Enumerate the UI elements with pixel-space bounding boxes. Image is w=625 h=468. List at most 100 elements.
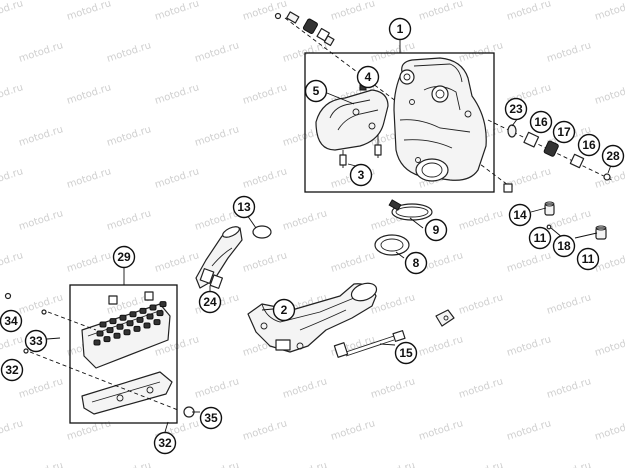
callout-13: 13 [232,195,256,219]
svg-text:17: 17 [557,125,571,139]
lower-dash-line [29,351,179,411]
oxygen-sensor [333,309,455,358]
watermark-text: motod.ru [154,82,201,107]
callout-34: 34 [0,309,23,333]
watermark-text: motod.ru [594,82,625,107]
callout-9: 9 [424,218,448,242]
watermark-text: motod.ru [506,0,553,23]
watermark-text: motod.ru [66,250,113,275]
svg-text:11: 11 [534,231,547,245]
svg-text:1: 1 [397,22,404,36]
svg-text:16: 16 [582,138,596,152]
watermark-text: motod.ru [0,334,25,359]
insert-cell [126,320,134,327]
callout-8: 8 [404,251,428,275]
watermark-text: motod.ru [330,250,377,275]
watermark-text: motod.ru [282,208,329,233]
watermark-text: motod.ru [18,292,65,317]
callout-18: 18 [552,234,576,258]
svg-text:4: 4 [365,70,372,84]
watermark-text: motod.ru [546,292,593,317]
callout-23: 23 [504,97,528,121]
svg-text:35: 35 [204,411,218,425]
watermark-text: motod.ru [194,40,241,65]
watermark-text: motod.ru [0,250,25,275]
insert-cell [136,316,144,323]
callout-15: 15 [394,341,418,365]
watermark-text: motod.ru [594,0,625,23]
watermark-text: motod.ru [330,418,377,443]
callout-16a: 16 [529,110,553,134]
watermark-text: motod.ru [546,376,593,401]
svg-text:28: 28 [606,149,620,163]
insert-cell [116,323,124,330]
insert-cell [149,304,157,311]
insert-cell [153,319,161,326]
insert-cell [133,325,141,332]
svg-text:8: 8 [413,256,420,270]
watermark-text: motod.ru [506,418,553,443]
screw-33 [41,309,47,315]
watermark-text: motod.ru [106,40,153,65]
watermark-text: motod.ru [154,166,201,191]
insert-cell [146,313,154,320]
callout-29: 29 [112,245,136,269]
watermark-text: motod.ru [66,82,113,107]
svg-text:18: 18 [557,239,571,253]
callout-32b: 32 [153,431,177,455]
insert-cell [123,329,131,336]
svg-text:11: 11 [582,252,595,266]
watermark-text: motod.ru [370,460,417,468]
watermark-text: motod.ru [194,460,241,468]
assembly-frame-29 [69,284,178,424]
callout-11b: 11 [576,247,600,271]
insert-cell [93,339,101,346]
callout-33: 33 [24,329,48,353]
watermark-text: motod.ru [66,0,113,23]
watermark-text: motod.ru [594,418,625,443]
svg-text:32: 32 [158,436,172,450]
svg-text:9: 9 [433,223,440,237]
svg-text:29: 29 [117,250,131,264]
insert-cell [159,301,167,308]
screw-32 [23,348,29,354]
watermark-text: motod.ru [458,208,505,233]
svg-text:2: 2 [281,303,288,317]
watermark-text: motod.ru [18,208,65,233]
assembly-frame-1 [304,52,495,193]
watermark-text: motod.ru [106,460,153,468]
insert-cell [109,318,117,325]
watermark-text: motod.ru [506,250,553,275]
watermark-text: motod.ru [418,0,465,23]
watermark-text: motod.ru [242,250,289,275]
callout-1: 1 [388,17,412,41]
callout-24: 24 [198,290,222,314]
insert-cell [113,332,121,339]
watermark-text: motod.ru [418,418,465,443]
svg-text:15: 15 [399,346,413,360]
watermark-text: motod.ru [418,334,465,359]
watermark-text: motod.ru [242,418,289,443]
watermark-text: motod.ru [0,0,25,23]
watermark-text: motod.ru [546,40,593,65]
svg-text:13: 13 [237,200,251,214]
svg-text:14: 14 [513,208,527,222]
watermark-text: motod.ru [66,166,113,191]
svg-text:24: 24 [203,295,217,309]
watermark-text: motod.ru [458,460,505,468]
insert-cell [129,311,137,318]
watermark-text: motod.ru [154,0,201,23]
watermark-text: motod.ru [370,376,417,401]
watermark-text: motod.ru [458,292,505,317]
watermark-text: motod.ru [330,0,377,23]
watermark-text: motod.ru [66,418,113,443]
watermark-text: motod.ru [242,0,289,23]
watermark-text: motod.ru [194,124,241,149]
callout-28: 28 [601,144,625,168]
watermark-text: motod.ru [0,166,25,191]
watermark-text: motod.ru [546,460,593,468]
insert-cell [96,330,104,337]
lower-bracket [81,371,173,415]
watermark-text: motod.ru [194,376,241,401]
watermark-text: motod.ru [18,40,65,65]
